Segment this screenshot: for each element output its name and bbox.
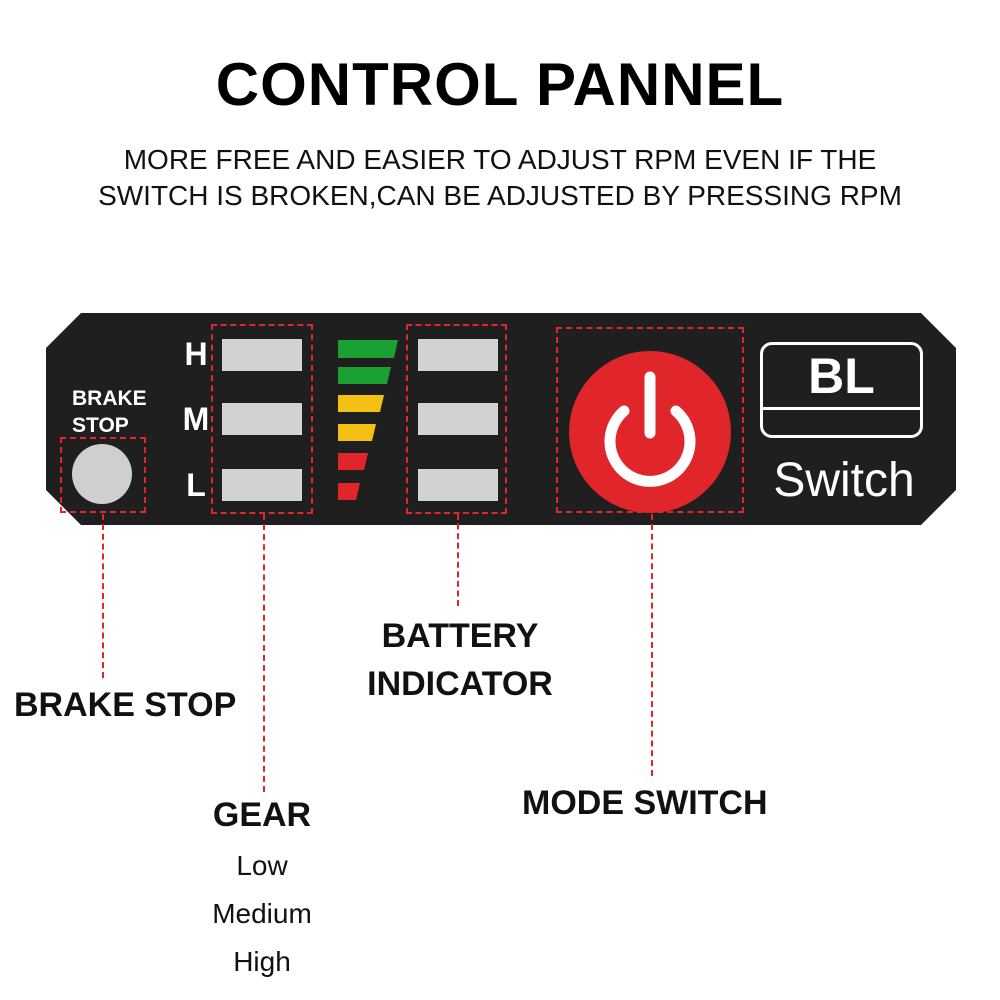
brake-stop-highlight [60, 437, 146, 513]
battery-bar-4 [338, 424, 376, 441]
battery-bar-2 [338, 367, 391, 384]
battery-bar-3 [338, 395, 384, 412]
battery-indicator-highlight [406, 324, 507, 514]
gear-level-low: Low [236, 850, 288, 881]
gear-level-high: High [233, 946, 291, 977]
battery-slot-top [418, 339, 498, 371]
battery-bar-6 [338, 483, 360, 500]
subtitle-line-2: SWITCH IS BROKEN,CAN BE ADJUSTED BY PRES… [98, 180, 902, 211]
gear-slot-low[interactable] [222, 469, 302, 501]
battery-slot-bottom [418, 469, 498, 501]
battery-bar-5 [338, 453, 368, 470]
gear-slot-medium[interactable] [222, 403, 302, 435]
bl-label: BL [808, 348, 875, 404]
battery-bar-1 [338, 340, 398, 358]
control-panel [46, 313, 956, 525]
mode-switch-leader [651, 514, 653, 776]
gear-slot-high[interactable] [222, 339, 302, 371]
gear-letter-high: H [184, 336, 208, 372]
brake-stop-label: BRAKE STOP [72, 385, 162, 439]
battery-callout-line-2: INDICATOR [367, 665, 553, 703]
battery-leader [457, 514, 459, 606]
mode-switch-button[interactable] [569, 351, 731, 513]
power-icon [604, 371, 696, 487]
page-subtitle: MORE FREE AND EASIER TO ADJUST RPM EVEN … [60, 142, 940, 214]
bl-divider [763, 407, 920, 410]
battery-indicator-callout: BATTERY INDICATOR [340, 612, 580, 708]
mode-switch-callout: MODE SWITCH [522, 784, 768, 822]
page-title: CONTROL PANNEL [215, 51, 785, 118]
gear-highlight [211, 324, 313, 514]
battery-callout-line-1: BATTERY [381, 617, 539, 655]
brake-stop-button[interactable] [72, 444, 132, 504]
switch-label: Switch [773, 454, 915, 507]
brake-stop-callout: BRAKE STOP [14, 686, 237, 724]
subtitle-line-1: MORE FREE AND EASIER TO ADJUST RPM EVEN … [123, 144, 877, 175]
brake-stop-leader [102, 514, 104, 678]
gear-leader [263, 514, 265, 792]
bl-badge: BL [760, 342, 923, 438]
brake-label-line-2: STOP [72, 414, 129, 437]
gear-letter-medium: M [182, 401, 210, 437]
battery-level-bars [338, 340, 398, 500]
gear-level-medium: Medium [212, 898, 312, 929]
gear-letter-low: L [186, 467, 206, 503]
gear-callout: GEAR [212, 796, 312, 834]
brake-label-line-1: BRAKE [72, 387, 147, 410]
battery-slot-middle [418, 403, 498, 435]
